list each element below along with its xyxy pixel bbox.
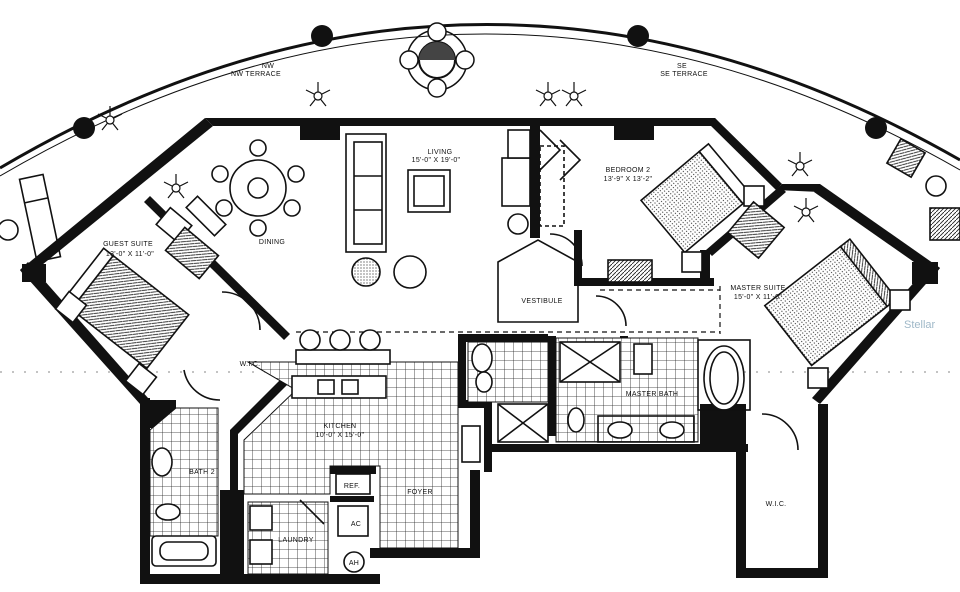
label-guest-suite: GUEST SUITE <box>103 241 153 248</box>
label-ref: REF. <box>344 483 360 490</box>
label-bedroom2: BEDROOM 2 <box>606 167 651 174</box>
master-nightstand-icon <box>807 289 911 389</box>
plant-icon <box>97 82 819 223</box>
label-foyer: FOYER <box>407 489 433 496</box>
lounge-chair-icon <box>0 137 960 263</box>
bedroom2-bed-icon <box>639 142 754 254</box>
armchair-icon <box>351 129 531 289</box>
label-bedroom2-dim: 13'-9" x 13'-2" <box>604 176 653 183</box>
guest-bed-icon <box>60 247 190 370</box>
label-nw-terrace-1: NW <box>262 63 274 70</box>
column-2 <box>627 25 649 47</box>
label-ac: AC <box>351 521 361 528</box>
nightstand-icon <box>54 195 227 396</box>
bath-fixtures <box>151 339 751 567</box>
label-master-suite: MASTER SUITE <box>730 285 785 292</box>
label-wic-left: W.I.C. <box>240 361 261 368</box>
terrace-outline <box>0 23 960 177</box>
label-wic-right: W.I.C. <box>766 501 787 508</box>
label-living: LIVING <box>428 149 453 156</box>
sofa-icon <box>345 133 387 253</box>
coffee-table-icon <box>407 169 451 213</box>
label-bath2: BATH 2 <box>189 469 215 476</box>
label-ah: AH <box>349 560 359 567</box>
label-guest-suite-dim: 13'-0" x 11'-0" <box>106 251 154 258</box>
label-nw-terrace: NW TERRACE <box>231 71 281 78</box>
column-4 <box>865 117 887 139</box>
exterior-walls <box>20 118 940 584</box>
label-dining: DINING <box>259 239 285 246</box>
label-master-suite-dim: 15'-0" x 11'-0" <box>734 294 782 301</box>
label-se-terrace: SE TERRACE <box>660 71 708 78</box>
label-vestibule: VESTIBULE <box>521 298 562 305</box>
kitchen-island-icon <box>291 329 391 399</box>
door-swings <box>183 129 799 525</box>
dining-table-icon <box>211 139 305 237</box>
watermark: Stellar <box>904 319 936 331</box>
column-1 <box>311 25 333 47</box>
label-living-dim: 15'-0" x 19'-0" <box>412 157 461 164</box>
room-labels: NW NW TERRACE SE SE TERRACE LIVING 15'-0… <box>103 63 786 567</box>
bedroom2-furniture <box>607 185 786 283</box>
label-kitchen-dim: 10'-0" x 15'-0" <box>316 432 365 439</box>
column-3 <box>73 117 95 139</box>
label-laundry: LAUNDRY <box>278 537 313 544</box>
laundry-fixtures <box>249 473 371 573</box>
label-master-bath: MASTER BATH <box>626 391 679 398</box>
label-kitchen: KITCHEN <box>324 423 357 430</box>
master-bed-icon <box>763 237 898 367</box>
terrace-table-icon <box>399 22 475 98</box>
label-se-terrace-1: SE <box>677 63 687 70</box>
